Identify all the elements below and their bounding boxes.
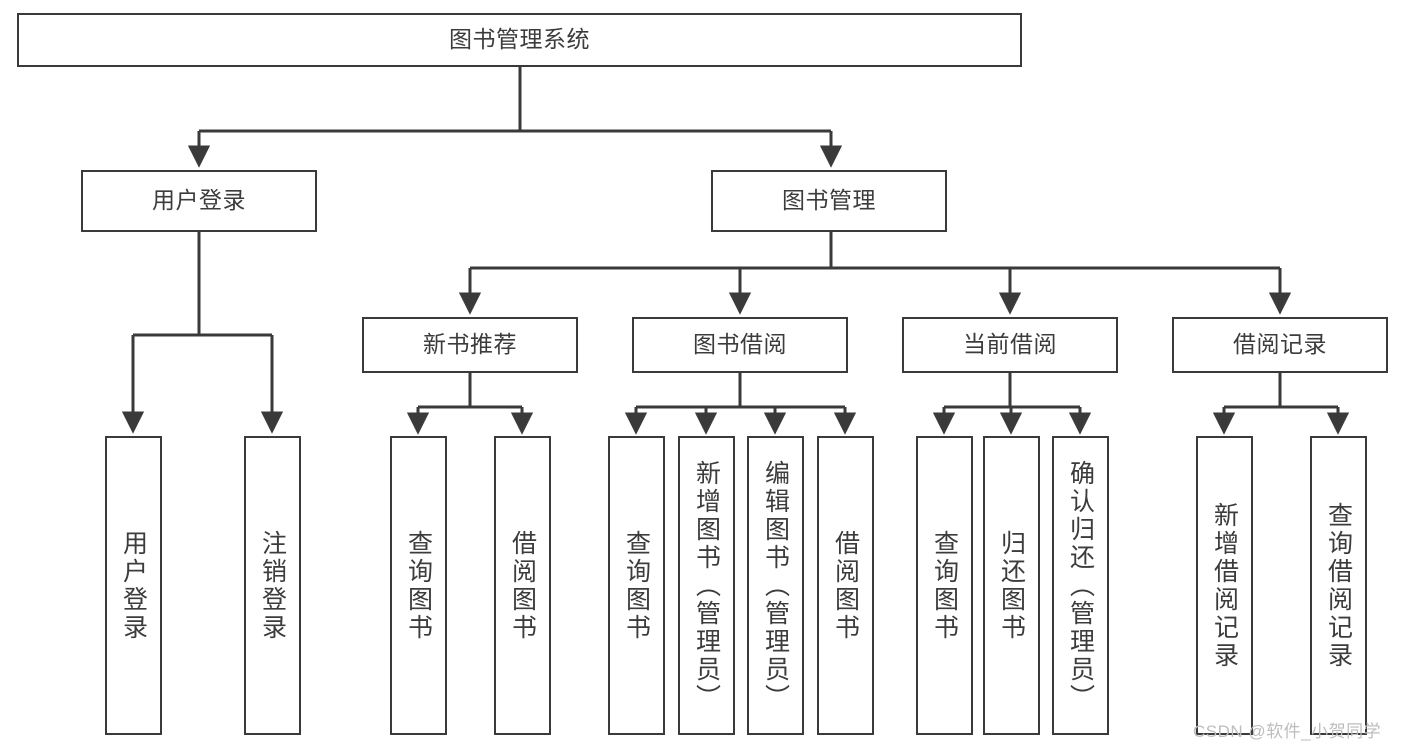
leaf-new-book-query[interactable]: 查询图书: [390, 436, 447, 735]
node-user-login[interactable]: 用户登录: [81, 170, 317, 232]
node-root[interactable]: 图书管理系统: [17, 13, 1022, 67]
node-borrow-records[interactable]: 借阅记录: [1172, 317, 1388, 373]
node-root-label: 图书管理系统: [449, 26, 590, 53]
node-new-book-recommend[interactable]: 新书推荐: [362, 317, 578, 373]
leaf-borrow-query-book-label: 查询图书: [622, 529, 651, 642]
node-new-book-recommend-label: 新书推荐: [423, 331, 517, 358]
leaf-records-query-record-label: 查询借阅记录: [1324, 501, 1353, 670]
node-current-borrow[interactable]: 当前借阅: [902, 317, 1118, 373]
node-book-management-label: 图书管理: [782, 187, 876, 214]
leaf-records-add-record[interactable]: 新增借阅记录: [1196, 436, 1253, 735]
leaf-borrow-edit-book-label: 编辑图书（管理员）: [761, 459, 790, 712]
leaf-records-query-record[interactable]: 查询借阅记录: [1310, 436, 1367, 735]
leaf-borrow-query-book[interactable]: 查询图书: [608, 436, 665, 735]
node-current-borrow-label: 当前借阅: [963, 331, 1057, 358]
leaf-borrow-add-book[interactable]: 新增图书（管理员）: [678, 436, 735, 735]
leaf-user-login-logout-label: 注销登录: [258, 529, 287, 642]
leaf-borrow-borrow-book[interactable]: 借阅图书: [817, 436, 874, 735]
node-user-login-label: 用户登录: [152, 187, 246, 214]
node-borrow-records-label: 借阅记录: [1233, 331, 1327, 358]
leaf-current-query-book[interactable]: 查询图书: [916, 436, 973, 735]
leaf-current-confirm-return-label: 确认归还（管理员）: [1066, 459, 1095, 712]
leaf-borrow-borrow-book-label: 借阅图书: [831, 529, 860, 642]
leaf-user-login-login-label: 用户登录: [119, 529, 148, 642]
leaf-borrow-add-book-label: 新增图书（管理员）: [692, 459, 721, 712]
leaf-current-return-book[interactable]: 归还图书: [983, 436, 1040, 735]
leaf-user-login-logout[interactable]: 注销登录: [244, 436, 301, 735]
leaf-current-return-book-label: 归还图书: [997, 529, 1026, 642]
watermark: CSDN @软件_小贺同学: [1193, 722, 1382, 741]
leaf-current-confirm-return[interactable]: 确认归还（管理员）: [1052, 436, 1109, 735]
node-book-management[interactable]: 图书管理: [711, 170, 947, 232]
leaf-borrow-edit-book[interactable]: 编辑图书（管理员）: [747, 436, 804, 735]
leaf-new-book-borrow-label: 借阅图书: [508, 529, 537, 642]
leaf-user-login-login[interactable]: 用户登录: [105, 436, 162, 735]
leaf-current-query-book-label: 查询图书: [930, 529, 959, 642]
leaf-new-book-query-label: 查询图书: [404, 529, 433, 642]
leaf-new-book-borrow[interactable]: 借阅图书: [494, 436, 551, 735]
leaf-records-add-record-label: 新增借阅记录: [1210, 501, 1239, 670]
node-book-borrow[interactable]: 图书借阅: [632, 317, 848, 373]
node-book-borrow-label: 图书借阅: [693, 331, 787, 358]
